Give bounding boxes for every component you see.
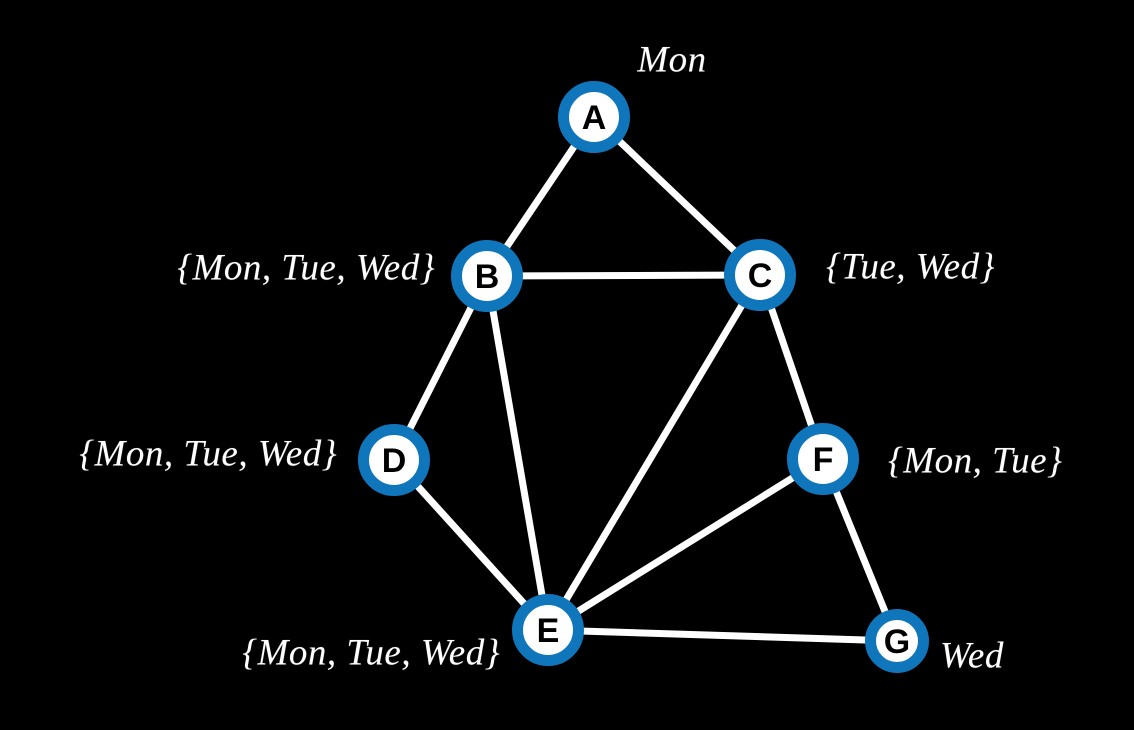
- node-letter-e: E: [537, 612, 560, 650]
- edge-b-e: [488, 304, 547, 602]
- edge-c-e: [560, 298, 748, 607]
- domain-label-c: {Tue, Wed}: [826, 246, 995, 288]
- node-a[interactable]: A: [558, 81, 630, 153]
- domain-label-b: {Mon, Tue, Wed}: [177, 247, 435, 289]
- edge-e-g: [576, 627, 873, 644]
- node-circle-g: [865, 609, 929, 673]
- node-c[interactable]: C: [724, 239, 796, 311]
- node-circle-e: [512, 594, 584, 666]
- node-f[interactable]: F: [787, 423, 859, 495]
- node-d[interactable]: D: [358, 424, 430, 496]
- edge-d-e: [411, 480, 531, 610]
- edge-c-f: [766, 301, 817, 433]
- domain-label-g: Wed: [940, 635, 1004, 677]
- node-letter-c: C: [748, 257, 773, 295]
- node-e[interactable]: E: [512, 594, 584, 666]
- domain-label-a: Mon: [637, 39, 707, 81]
- node-letter-g: G: [884, 623, 910, 661]
- domain-label-f: {Mon, Tue}: [888, 440, 1063, 482]
- edge-e-f: [571, 472, 800, 617]
- node-letter-b: B: [475, 258, 500, 296]
- node-circle-b: [451, 240, 523, 312]
- edge-a-c: [613, 135, 741, 257]
- edge-f-g: [831, 485, 890, 619]
- node-letter-f: F: [813, 441, 834, 479]
- domain-label-d: {Mon, Tue, Wed}: [79, 433, 337, 475]
- node-b[interactable]: B: [451, 240, 523, 312]
- node-circle-a: [558, 81, 630, 153]
- node-circle-d: [358, 424, 430, 496]
- node-letter-d: D: [382, 442, 407, 480]
- node-circle-f: [787, 423, 859, 495]
- edges-layer: [404, 135, 890, 644]
- edge-b-d: [404, 301, 477, 435]
- domain-label-e: {Mon, Tue, Wed}: [242, 632, 500, 674]
- node-g[interactable]: G: [865, 609, 929, 673]
- node-circle-c: [724, 239, 796, 311]
- nodes-layer: A B C D F E G: [358, 81, 929, 673]
- edge-b-c: [515, 271, 732, 280]
- node-letter-a: A: [582, 99, 607, 137]
- edge-a-b: [501, 140, 580, 253]
